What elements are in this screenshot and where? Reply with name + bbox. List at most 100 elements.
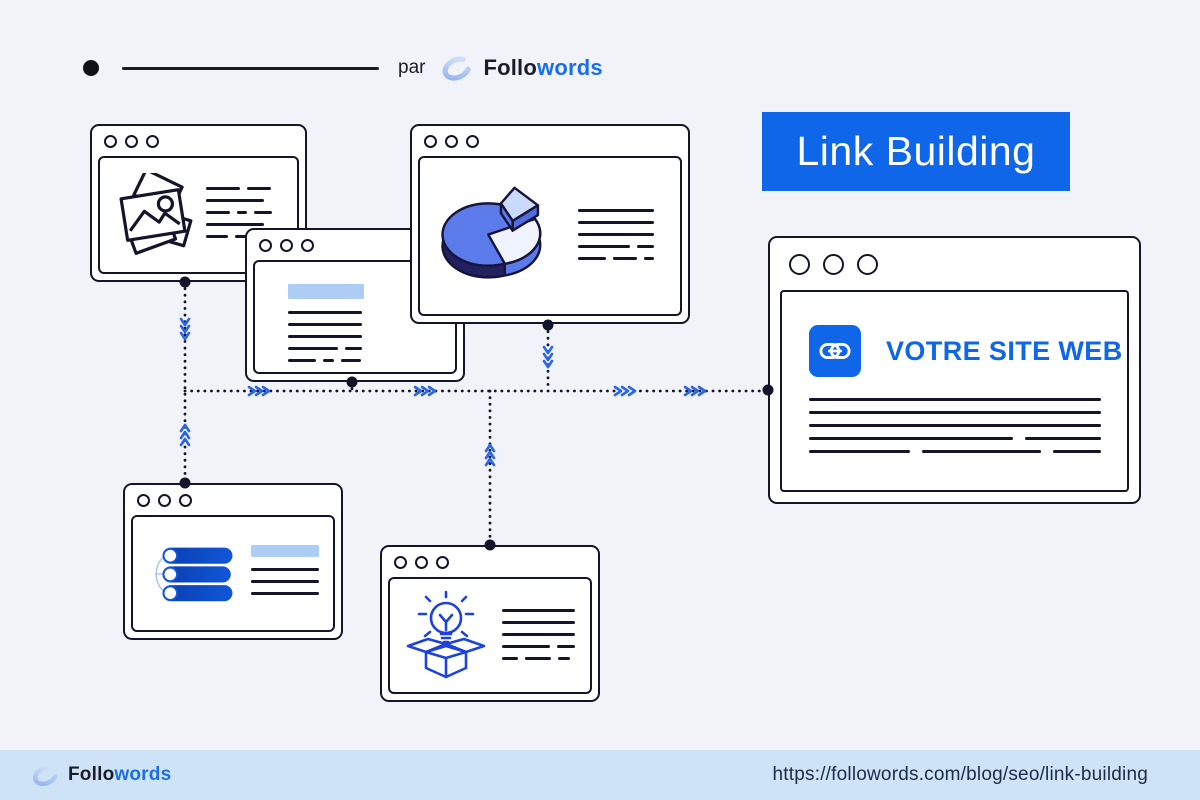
highlighted-text-block bbox=[288, 284, 364, 299]
placeholder-line-seg bbox=[251, 592, 319, 595]
footer-bar: Followords https://followords.com/blog/s… bbox=[0, 750, 1200, 800]
placeholder-line-row bbox=[288, 359, 455, 362]
window-dot-icon bbox=[789, 253, 810, 275]
placeholder-line-row bbox=[578, 209, 654, 212]
par-label: par bbox=[398, 57, 426, 78]
placeholder-line-seg bbox=[345, 347, 362, 350]
placeholder-line-seg bbox=[557, 644, 575, 648]
placeholder-line-seg bbox=[251, 580, 319, 583]
placeholder-line-seg bbox=[578, 221, 654, 224]
placeholder-line-row bbox=[809, 450, 1101, 453]
placeholder-line-row bbox=[206, 223, 272, 226]
placeholder-line-seg bbox=[502, 608, 575, 612]
placeholder-line-seg bbox=[578, 209, 654, 212]
placeholder-line-row bbox=[288, 335, 455, 338]
window-dot-icon bbox=[857, 253, 878, 275]
window-content: VOTRE SITE WEB bbox=[780, 290, 1129, 492]
browser-window-your-site: VOTRE SITE WEB bbox=[768, 236, 1141, 504]
placeholder-line-seg bbox=[206, 223, 264, 226]
placeholder-line-seg bbox=[235, 235, 247, 238]
window-dot-icon bbox=[146, 134, 159, 148]
window-dot-icon bbox=[158, 493, 171, 507]
placeholder-line-row bbox=[251, 580, 319, 583]
placeholder-line-seg bbox=[288, 359, 316, 362]
placeholder-line-seg bbox=[251, 568, 319, 571]
window-content bbox=[418, 156, 682, 316]
placeholder-line-row bbox=[251, 568, 319, 571]
placeholder-line-seg bbox=[502, 644, 550, 648]
window-dot-icon bbox=[394, 555, 407, 569]
placeholder-line-seg bbox=[809, 424, 1101, 427]
browser-window-idea bbox=[380, 545, 600, 702]
placeholder-line-seg bbox=[288, 347, 338, 350]
photo-stack-icon bbox=[119, 173, 193, 255]
placeholder-line-row bbox=[502, 644, 575, 648]
placeholder-line-seg bbox=[809, 437, 1013, 440]
text-placeholder-block bbox=[251, 545, 319, 604]
placeholder-line-seg bbox=[323, 359, 334, 362]
placeholder-line-row bbox=[578, 221, 654, 224]
title-banner: Link Building bbox=[762, 112, 1070, 191]
placeholder-line-seg bbox=[922, 450, 1042, 453]
link-icon bbox=[819, 343, 851, 359]
placeholder-line-seg bbox=[809, 450, 911, 453]
lightbulb-box-icon bbox=[406, 590, 486, 678]
window-dot-icon bbox=[179, 493, 192, 507]
followords-swirl-icon bbox=[443, 55, 472, 81]
placeholder-line-row bbox=[809, 437, 1101, 440]
browser-window-images bbox=[90, 124, 307, 282]
placeholder-line-seg bbox=[502, 620, 575, 624]
text-placeholder-block bbox=[288, 311, 455, 362]
site-label: VOTRE SITE WEB bbox=[886, 335, 1123, 366]
highlighted-text-block bbox=[251, 545, 319, 557]
placeholder-line-seg bbox=[502, 632, 575, 636]
placeholder-line-row bbox=[206, 199, 272, 202]
placeholder-line-seg bbox=[637, 245, 654, 248]
brand-name: Followords bbox=[68, 764, 172, 785]
window-controls bbox=[92, 126, 305, 156]
window-dot-icon bbox=[301, 238, 314, 252]
placeholder-line-seg bbox=[1053, 450, 1101, 453]
placeholder-line-row bbox=[288, 347, 455, 350]
placeholder-line-seg bbox=[288, 335, 362, 338]
placeholder-line-row bbox=[502, 656, 575, 660]
placeholder-line-seg bbox=[525, 656, 551, 660]
placeholder-line-row bbox=[578, 245, 654, 248]
window-controls bbox=[382, 547, 598, 577]
window-dot-icon bbox=[280, 238, 293, 252]
list-pills-icon bbox=[154, 547, 233, 601]
placeholder-line-row bbox=[578, 233, 654, 236]
browser-window-list bbox=[123, 483, 343, 640]
placeholder-line-seg bbox=[237, 211, 247, 214]
window-dot-icon bbox=[823, 253, 844, 275]
placeholder-line-seg bbox=[809, 398, 1101, 401]
placeholder-line-seg bbox=[288, 311, 362, 314]
window-dot-icon bbox=[104, 134, 117, 148]
placeholder-line-seg bbox=[206, 235, 228, 238]
placeholder-line-seg bbox=[288, 323, 362, 326]
window-controls bbox=[770, 238, 1139, 290]
placeholder-line-seg bbox=[578, 257, 606, 260]
site-header-row: VOTRE SITE WEB bbox=[782, 292, 1127, 377]
window-content bbox=[388, 577, 592, 694]
placeholder-line-row bbox=[502, 608, 575, 612]
bullet-dot bbox=[83, 60, 99, 76]
placeholder-line-seg bbox=[341, 359, 361, 362]
divider-line bbox=[122, 66, 379, 70]
window-controls bbox=[247, 230, 463, 260]
followords-swirl-icon bbox=[32, 764, 59, 786]
placeholder-line-row bbox=[502, 620, 575, 624]
text-placeholder-block bbox=[502, 608, 575, 669]
placeholder-line-seg bbox=[206, 199, 264, 202]
window-dot-icon bbox=[445, 134, 458, 148]
window-content bbox=[131, 515, 335, 632]
window-dot-icon bbox=[259, 238, 272, 252]
placeholder-line-seg bbox=[1024, 437, 1101, 440]
placeholder-line-seg bbox=[558, 656, 570, 660]
brand-name: Followords bbox=[483, 55, 603, 80]
placeholder-line-row bbox=[288, 311, 455, 314]
placeholder-line-seg bbox=[247, 187, 271, 190]
placeholder-line-row bbox=[809, 411, 1101, 414]
window-controls bbox=[412, 126, 688, 156]
window-dot-icon bbox=[424, 134, 437, 148]
